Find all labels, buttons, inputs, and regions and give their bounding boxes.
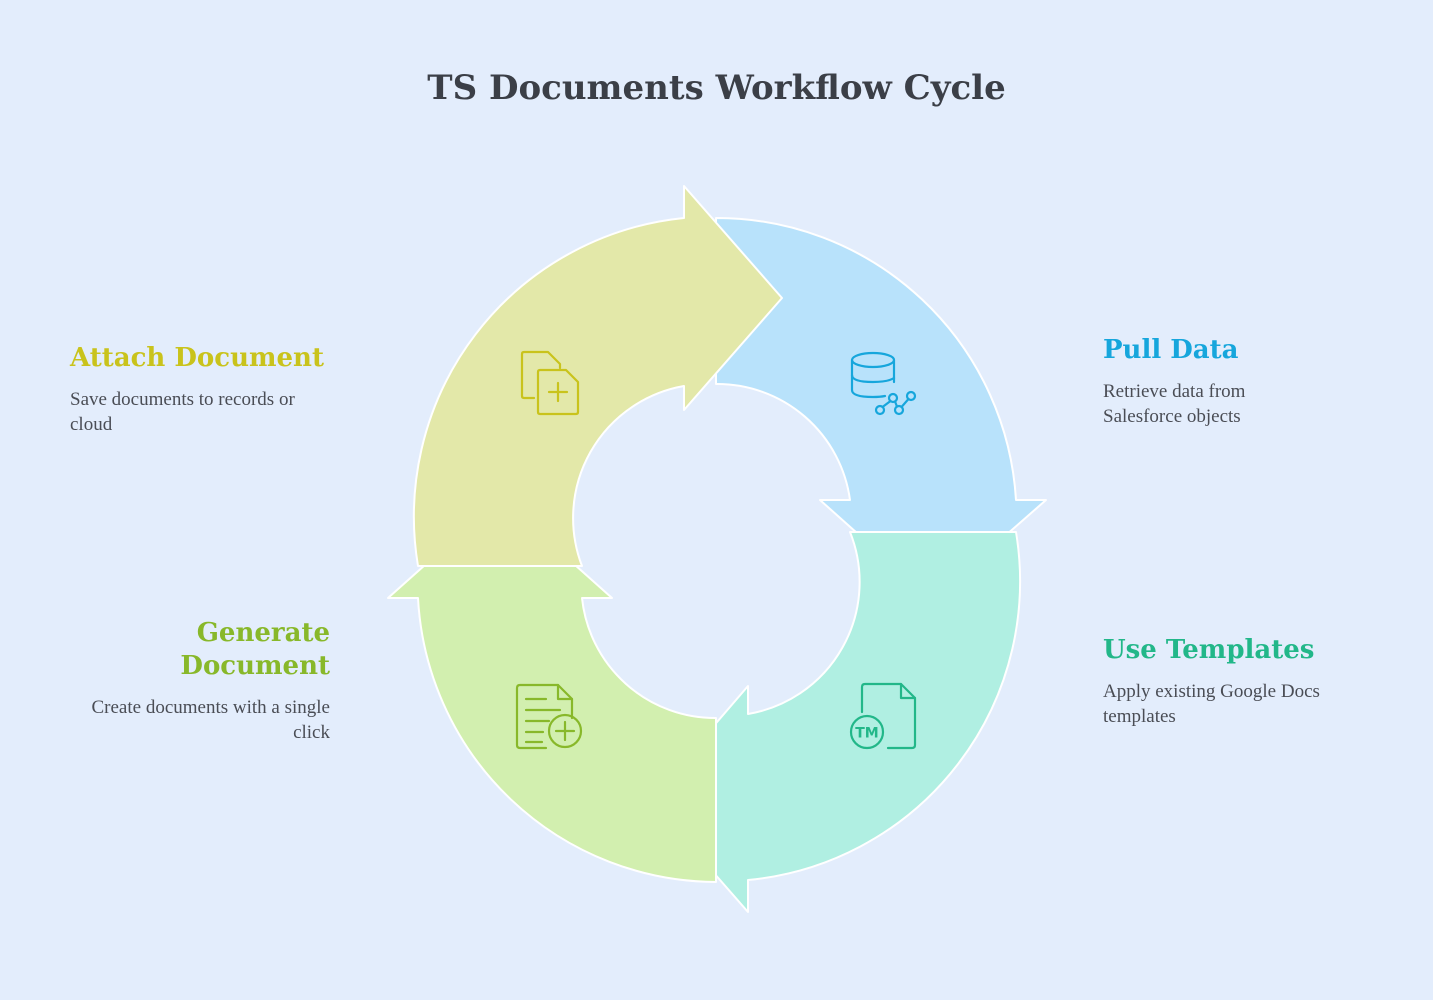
copy-add-icon [520,350,580,416]
step-heading: Generate Document [180,618,330,681]
use-templates-arrow [649,531,1022,913]
step-heading: Attach Document [70,343,324,373]
step-pull-data: Pull Data Retrieve data from Salesforce … [1103,334,1393,429]
step-use-templates: Use Templates Apply existing Google Docs… [1103,634,1403,729]
attach-document-arrow [412,185,783,567]
pull-data-arrow [715,216,1047,601]
step-description: Retrieve data from Salesforce objects [1103,381,1246,427]
step-attach-document: Attach Document Save documents to record… [70,342,360,437]
svg-text:TM: TM [855,726,878,742]
database-chart-icon [850,351,917,416]
step-description: Apply existing Google Docs templates [1103,681,1320,727]
generate-document-arrow [387,497,717,883]
step-description: Create documents with a single click [91,697,331,743]
step-generate-document: Generate Document Create documents with … [90,617,331,745]
diagram-title: TS Documents Workflow Cycle [427,68,1006,108]
step-description: Save documents to records or cloud [70,389,295,435]
trademark-document-icon: TM [849,682,917,750]
document-add-icon [515,683,583,750]
step-heading: Use Templates [1103,635,1315,665]
step-heading: Pull Data [1103,335,1239,365]
